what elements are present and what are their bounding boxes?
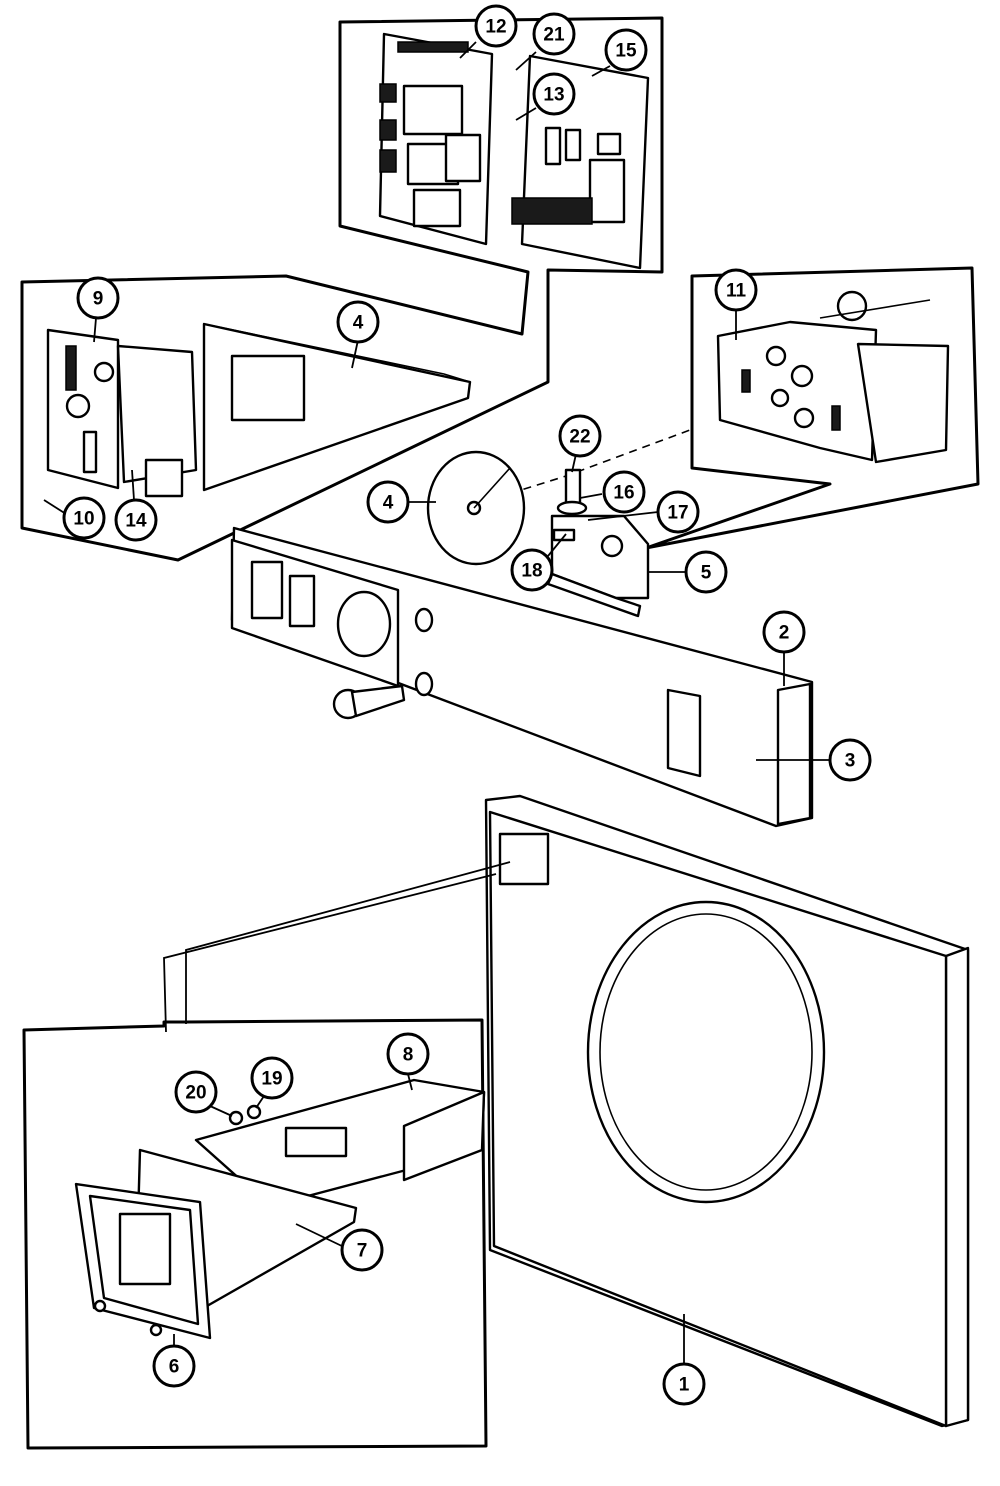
svg-text:12: 12: [485, 17, 506, 38]
callout-12: 12: [474, 4, 518, 48]
svg-text:15: 15: [615, 41, 637, 62]
callout-9: 9: [76, 276, 120, 320]
callout-4-dial: 4: [366, 480, 410, 524]
svg-text:3: 3: [845, 751, 856, 772]
callout-4-bracket: 4: [336, 300, 380, 344]
svg-text:9: 9: [93, 289, 104, 310]
svg-text:17: 17: [667, 503, 688, 524]
svg-text:21: 21: [543, 25, 565, 46]
svg-text:2: 2: [779, 623, 790, 644]
svg-text:5: 5: [701, 563, 712, 584]
svg-text:4: 4: [383, 493, 394, 514]
svg-text:14: 14: [125, 511, 147, 532]
dial-disc: [426, 450, 526, 566]
svg-text:22: 22: [569, 427, 590, 448]
svg-text:16: 16: [613, 483, 634, 504]
callout-13: 13: [532, 72, 576, 116]
control-console: [230, 526, 814, 828]
callout-21: 21: [532, 12, 576, 56]
callout-19: 19: [250, 1056, 294, 1100]
svg-text:7: 7: [357, 1241, 368, 1262]
callout-11: 11: [714, 268, 758, 312]
svg-text:6: 6: [169, 1357, 180, 1378]
callout-17: 17: [656, 490, 700, 534]
inset-leader-lines: [163, 861, 511, 1033]
callout-2: 2: [762, 610, 806, 654]
svg-text:1: 1: [679, 1375, 690, 1396]
svg-text:13: 13: [543, 85, 564, 106]
callout-leaders: [43, 41, 830, 1366]
callout-18: 18: [510, 548, 554, 592]
callout-5: 5: [684, 550, 728, 594]
svg-text:10: 10: [73, 509, 94, 530]
inset-control-box: [22, 1018, 488, 1450]
front-panel: [484, 794, 970, 1428]
callout-3: 3: [828, 738, 872, 782]
inset-coin-mechanism: [46, 322, 472, 498]
callout-7: 7: [340, 1228, 384, 1272]
svg-text:4: 4: [353, 313, 364, 334]
callout-10: 10: [62, 496, 106, 540]
callout-22: 22: [558, 414, 602, 458]
svg-text:11: 11: [726, 281, 747, 302]
callout-15: 15: [604, 28, 648, 72]
callout-1: 1: [662, 1362, 706, 1406]
callout-16: 16: [602, 470, 646, 514]
inset-timer: [644, 266, 980, 550]
callout-8: 8: [386, 1032, 430, 1076]
callout-14: 14: [114, 498, 158, 542]
callout-20: 20: [174, 1070, 218, 1114]
callout-6: 6: [152, 1344, 196, 1388]
svg-text:20: 20: [185, 1083, 206, 1104]
svg-text:19: 19: [261, 1069, 282, 1090]
svg-text:8: 8: [403, 1045, 414, 1066]
svg-text:18: 18: [521, 561, 542, 582]
